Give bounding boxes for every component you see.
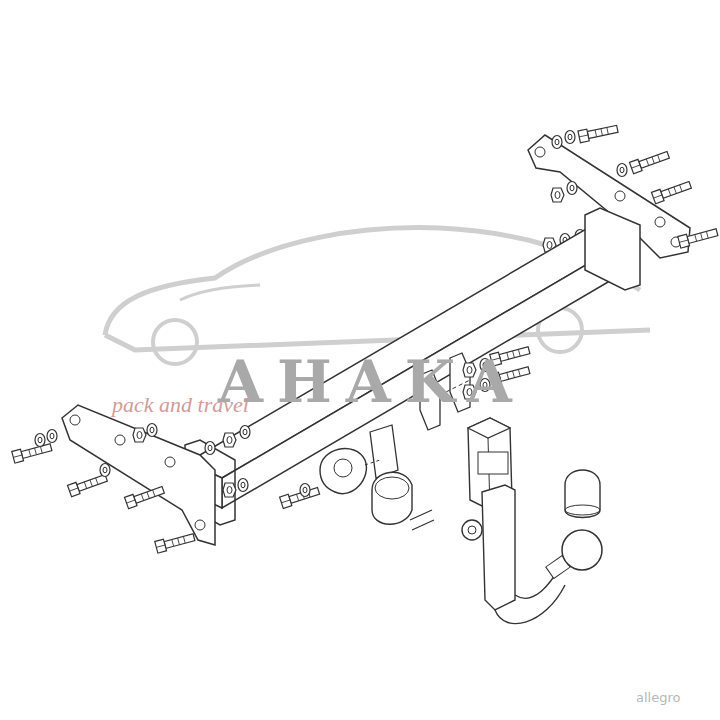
electrical-socket	[320, 425, 434, 530]
left-bracket	[62, 405, 215, 545]
watermark-text: AHAKA	[218, 348, 526, 416]
left-bolts	[12, 424, 321, 554]
watermark-slogan: pack and travel	[112, 392, 249, 418]
ball-cap	[565, 470, 600, 518]
watermark-corner: allegro	[636, 690, 680, 705]
crossbar	[185, 208, 640, 525]
